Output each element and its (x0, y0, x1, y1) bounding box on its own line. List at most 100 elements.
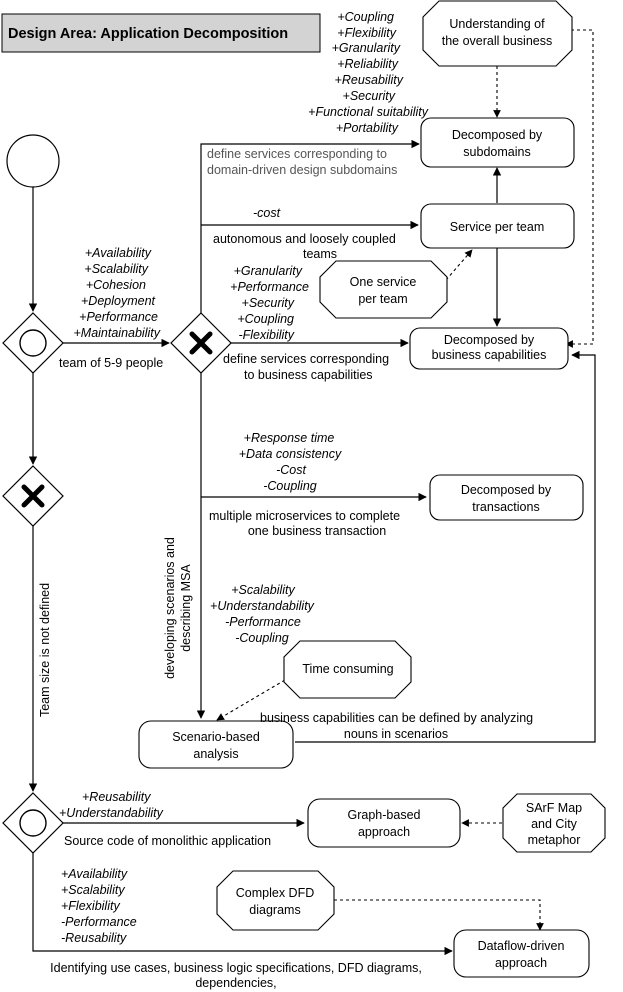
team-attribute: +Availability (85, 246, 152, 260)
scenario-label: Scenario-based (172, 730, 260, 744)
transaction-attribute: +Data consistency (239, 447, 342, 461)
understanding-label: Understanding of (449, 17, 545, 31)
graph-attributes: +Reusability +Understandability (59, 790, 164, 820)
team-undefined-text: Team size is not defined (38, 583, 52, 717)
dataflow-attribute: +Availability (61, 867, 128, 881)
team-edge-label: teams (303, 247, 337, 261)
scenario-edge-label: business capabilities can be defined by … (260, 711, 533, 725)
dataflow-label: Dataflow-driven (478, 939, 565, 953)
top-attribute: +Flexibility (337, 26, 396, 40)
team-attribute: +Scalability (84, 262, 148, 276)
capability-attribute: +Security (242, 296, 295, 310)
top-attribute: +Portability (336, 121, 399, 135)
capability-edge-label: define services corresponding (223, 352, 389, 366)
start-event (6, 134, 60, 188)
top-attribute: +Coupling (337, 10, 394, 24)
scenario-vertical-line: developing scenarios and (163, 537, 177, 679)
scenario-vertical-line: describing MSA (179, 564, 193, 652)
decomposition-gateway (170, 312, 232, 374)
graph-attribute: +Understandability (59, 806, 164, 820)
transaction-attribute: -Coupling (263, 479, 317, 493)
scenario-node (138, 720, 294, 769)
one-service-label: per team (358, 292, 407, 306)
dashed-connectors (216, 29, 594, 931)
transaction-attribute: -Cost (276, 463, 306, 477)
complex-dfd-label: Complex DFD (236, 886, 315, 900)
complex-dfd-label: diagrams (249, 903, 300, 917)
transaction-edge-label: multiple microservices to complete (209, 509, 400, 523)
top-attribute: +Functional suitability (308, 105, 429, 119)
capability-attribute: -Flexibility (238, 328, 294, 342)
team-edge-label: autonomous and loosely coupled (213, 232, 396, 246)
transaction-attribute: +Response time (244, 431, 335, 445)
team-attribute: +Maintainability (73, 326, 160, 340)
team-attribute: +Deployment (81, 294, 156, 308)
subdomain-edge-label: domain-driven design subdomains (207, 163, 397, 177)
team-size-label: team of 5-9 people (59, 356, 163, 370)
cost-attribute: -cost (253, 206, 281, 220)
team-undefined-label: Team size is not defined (38, 583, 52, 717)
top-attribute: +Reusability (335, 73, 404, 87)
dataflow-attribute: +Flexibility (61, 899, 120, 913)
top-attribute: +Security (343, 89, 396, 103)
capability-attribute: +Granularity (234, 264, 303, 278)
time-consuming-label: Time consuming (302, 662, 393, 676)
title-box (1, 13, 321, 53)
scenario-label: analysis (193, 747, 238, 761)
dataflow-attributes: +Availability +Scalability +Flexibility … (61, 867, 137, 945)
source-code-label: Source code of monolithic application (64, 834, 271, 848)
dataflow-node (453, 929, 590, 978)
capability-attribute: +Performance (230, 280, 309, 294)
transaction-edge-label: one business transaction (248, 524, 386, 538)
capability-edge-label: to business capabilities (244, 368, 373, 382)
sarf-node (502, 793, 606, 853)
dataflow-edge-label: dependencies, (195, 976, 276, 990)
top-attribute: +Granularity (332, 41, 401, 55)
team-attribute: +Cohesion (86, 278, 146, 292)
understanding-label: the overall business (442, 34, 552, 48)
capability-attribute: +Coupling (237, 312, 294, 326)
scenario-attribute: -Performance (225, 615, 301, 629)
scenario-attribute: +Scalability (231, 583, 295, 597)
team-gateway (2, 312, 64, 374)
dataflow-label: approach (495, 956, 547, 970)
sarf-label: metaphor (528, 833, 581, 847)
graph-label: approach (358, 825, 410, 839)
dataflow-attribute: -Performance (61, 915, 137, 929)
scenario-attributes: +Scalability +Understandability -Perform… (210, 583, 315, 645)
subdomain-edge-label: define services corresponding to (207, 147, 387, 161)
transactions-label: transactions (472, 500, 539, 514)
one-service-node (319, 260, 448, 319)
capabilities-label: Decomposed by (444, 333, 535, 347)
one-service-label: One service (350, 275, 417, 289)
transactions-label: Decomposed by (461, 483, 552, 497)
subdomains-label: Decomposed by (452, 128, 543, 142)
team-undefined-gateway (2, 465, 64, 527)
graph-node (307, 798, 461, 848)
connectors (28, 139, 596, 956)
capabilities-node (409, 327, 569, 370)
capabilities-label: business capabilities (432, 348, 547, 362)
scenario-attribute: +Understandability (210, 599, 315, 613)
time-consuming-node (283, 640, 412, 699)
subdomains-node (420, 117, 575, 168)
scenario-edge-label: nouns in scenarios (344, 727, 448, 741)
dataflow-attribute: -Reusability (61, 931, 127, 945)
top-attribute-list: +Coupling +Flexibility +Granularity +Rel… (308, 10, 429, 135)
complex-dfd-node (216, 870, 335, 931)
team-attributes: +Availability +Scalability +Cohesion +De… (73, 246, 160, 340)
team-attribute: +Performance (79, 310, 158, 324)
transaction-attributes: +Response time +Data consistency -Cost -… (239, 431, 342, 493)
service-per-team-label: Service per team (450, 220, 544, 234)
top-attribute: +Reliability (337, 57, 399, 71)
capability-attributes: +Granularity +Performance +Security +Cou… (230, 264, 309, 342)
service-per-team-node (420, 203, 575, 249)
graph-attribute: +Reusability (82, 790, 151, 804)
sarf-label: and City (531, 817, 578, 831)
subdomains-label: subdomains (463, 145, 530, 159)
source-code-gateway (2, 792, 64, 854)
graph-label: Graph-based (348, 808, 421, 822)
diagram-title: Design Area: Application Decomposition (8, 26, 288, 42)
dataflow-edge-label: Identifying use cases, business logic sp… (50, 961, 422, 975)
